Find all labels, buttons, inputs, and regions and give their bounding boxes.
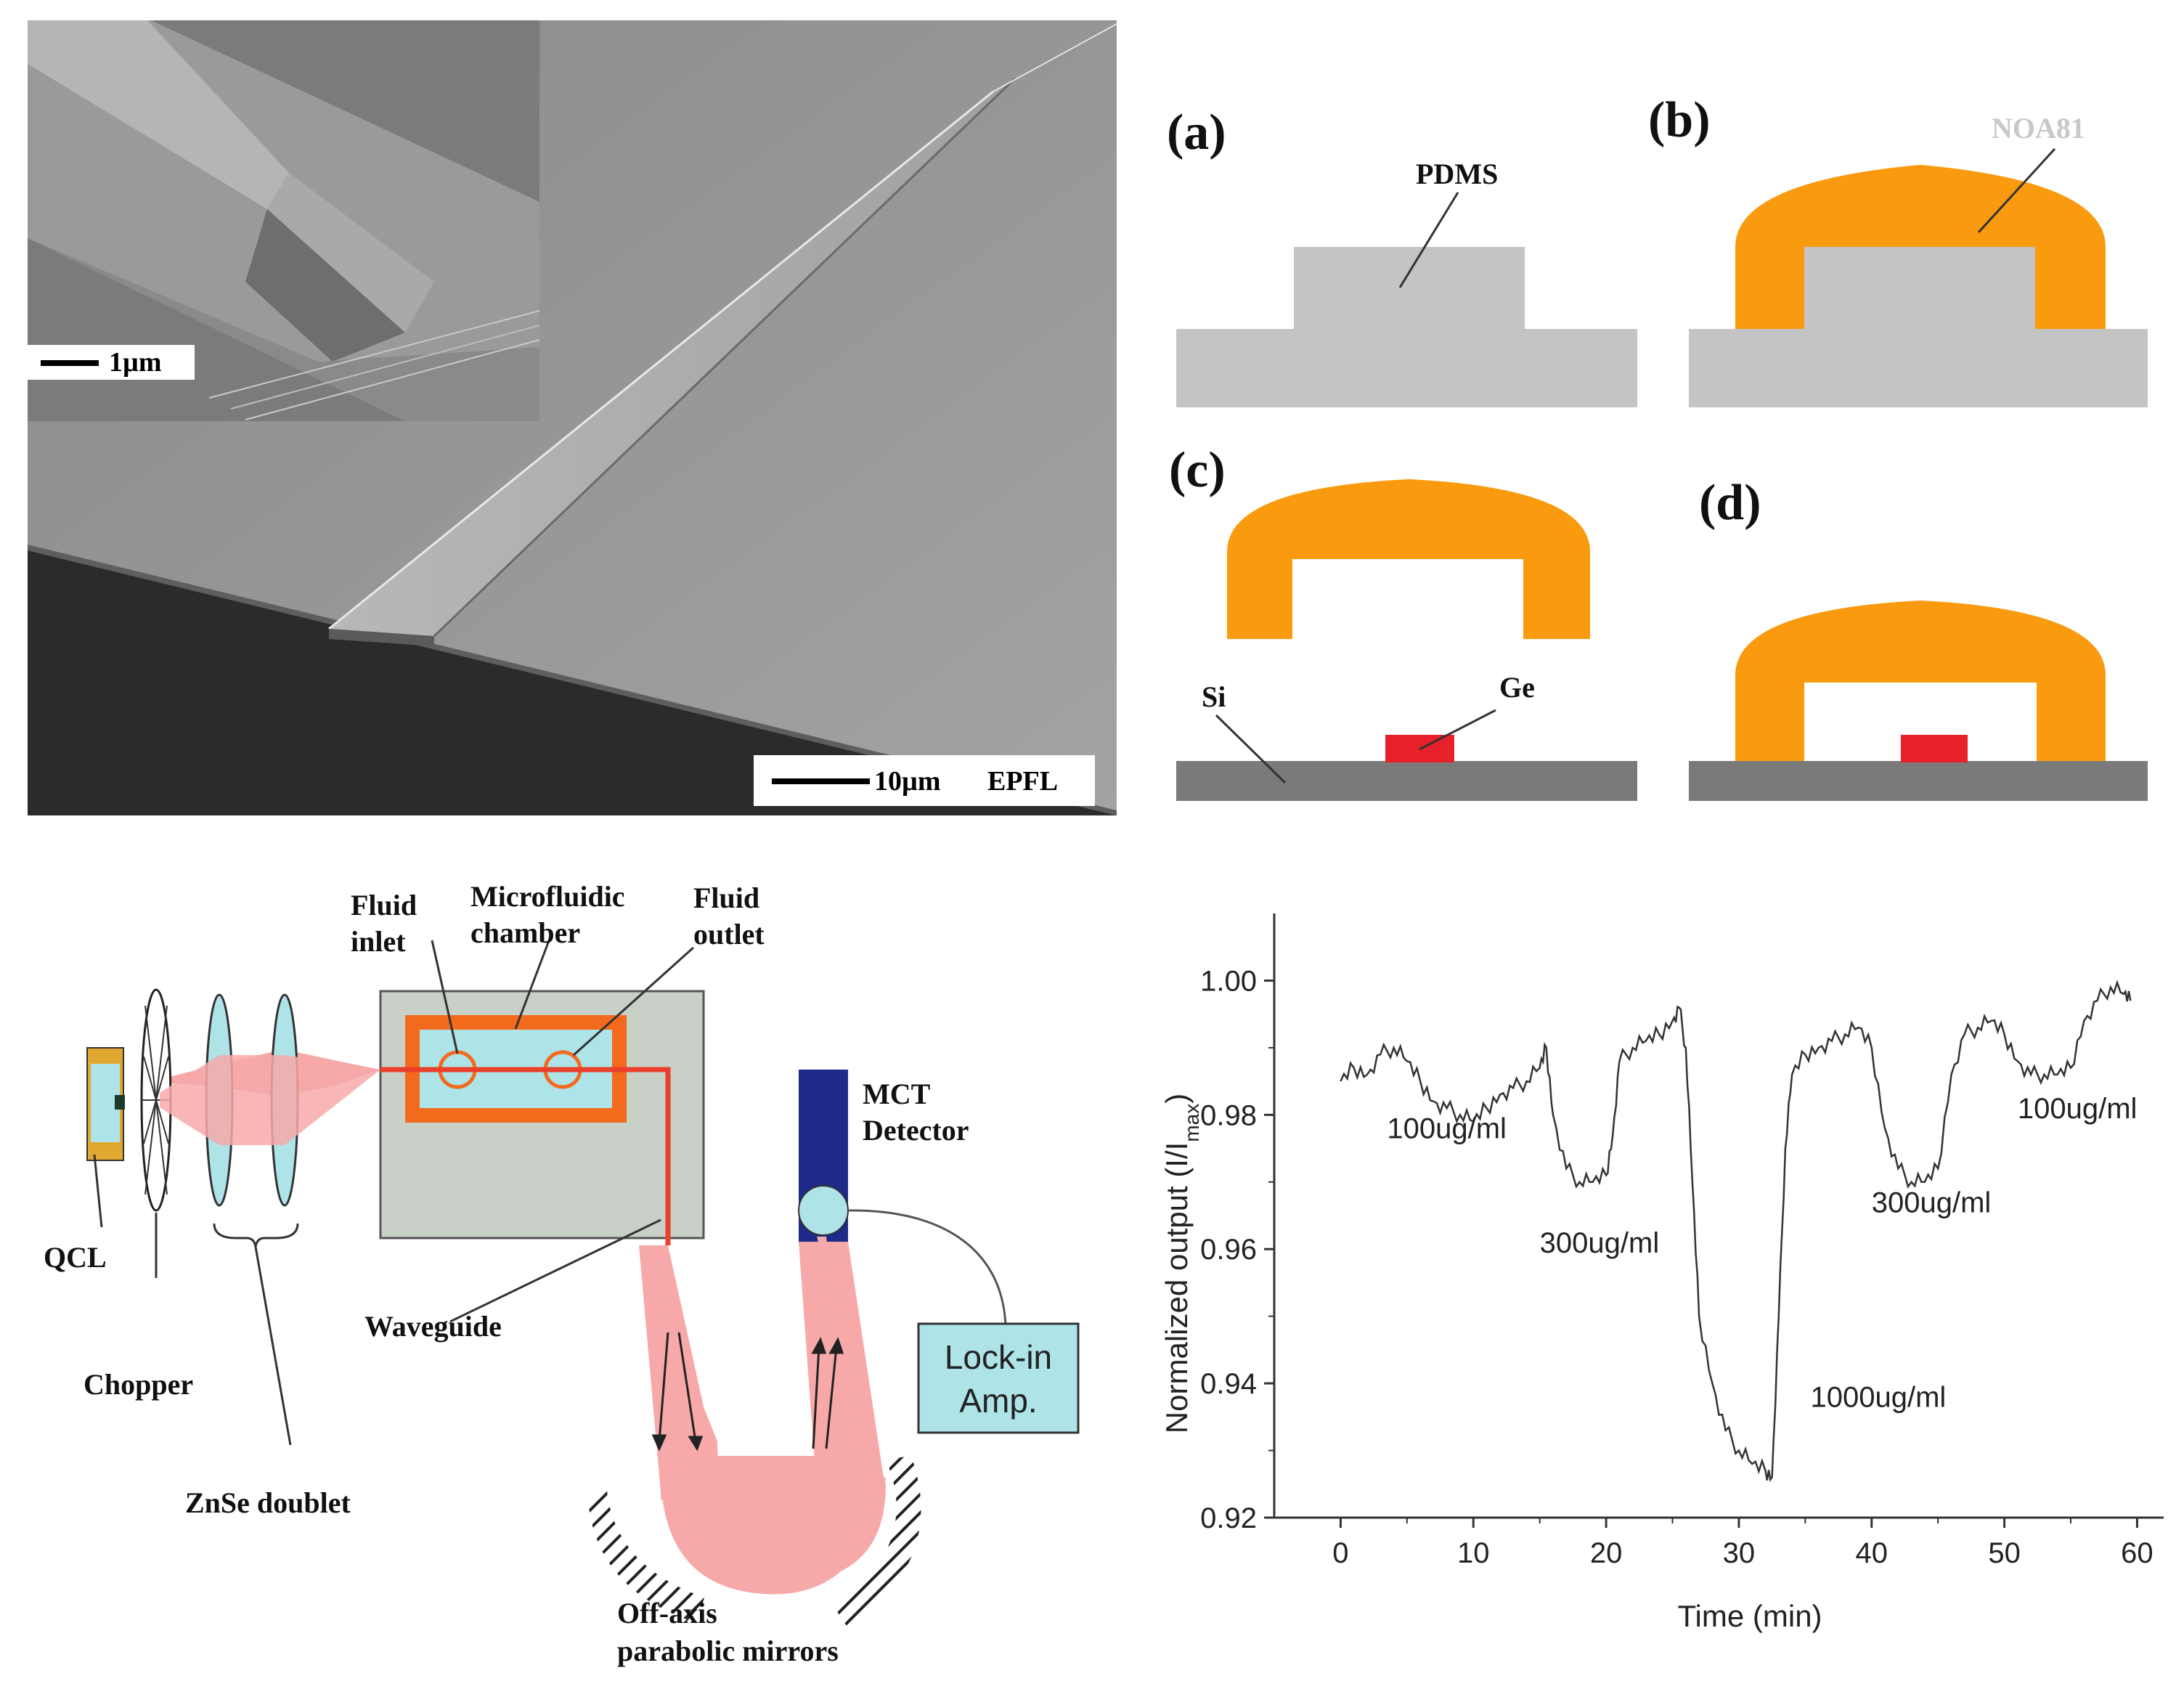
detector-element — [798, 1185, 849, 1236]
si-leader — [1215, 714, 1287, 784]
waveguide-ridge — [329, 65, 1030, 636]
y-tick-label: 0.98 — [1200, 1099, 1257, 1131]
inset-scale-bar — [41, 360, 99, 366]
step-a — [1176, 247, 1637, 407]
chopper-label: Chopper — [83, 1368, 193, 1401]
y-tick-label: 1.00 — [1200, 965, 1257, 997]
parabolic-mirror-right — [835, 1456, 921, 1630]
pdms-mold — [1294, 247, 1525, 330]
main-scale-bar — [772, 778, 870, 784]
sem-inset: 1µm — [28, 20, 540, 421]
lockin-label-2: Amp. — [959, 1382, 1037, 1420]
lockin-amp — [917, 1322, 1080, 1434]
credit-label: EPFL — [987, 766, 1058, 797]
concentration-label: 100ug/ml — [2018, 1093, 2138, 1125]
x-tick-label: 30 — [1723, 1537, 1756, 1569]
fluid-outlet-label-1: Fluid — [693, 882, 759, 914]
concentration-label: 1000ug/ml — [1811, 1381, 1947, 1413]
chamber-label-1: Microfluidic — [470, 880, 625, 913]
label-c: (c) — [1169, 442, 1226, 498]
pdms-label: PDMS — [1416, 158, 1498, 190]
noa-leader — [1977, 147, 2056, 234]
noa-cap-bonded — [1735, 601, 2106, 762]
si-label: Si — [1202, 680, 1226, 713]
qcl-label: QCL — [44, 1241, 107, 1274]
y-tick-label: 0.94 — [1200, 1368, 1257, 1400]
inset-scale-label: 1µm — [109, 347, 162, 378]
main-scale-label: 10µm — [874, 766, 941, 797]
y-label-main: Normalized output (I/I — [1160, 1142, 1194, 1434]
x-tick-label: 50 — [1988, 1537, 2021, 1569]
x-ticks: 0 10 20 30 40 50 60 — [1332, 1518, 2154, 1569]
x-tick-label: 20 — [1590, 1537, 1623, 1569]
setup-leaders — [93, 932, 695, 1446]
concentration-annotations: 100ug/ml 300ug/ml 1000ug/ml 300ug/ml 100ug/m… — [1387, 1093, 2137, 1414]
signal-cable — [847, 1209, 1007, 1326]
x-tick-label: 60 — [2121, 1537, 2154, 1569]
si-substrate — [1176, 761, 1637, 801]
step-b — [1689, 165, 2148, 407]
parabolic-mirror-left — [588, 1481, 704, 1623]
concentration-label: 100ug/ml — [1387, 1113, 1507, 1145]
noa-label: NOA81 — [1992, 112, 2085, 145]
fluid-inlet-label-1: Fluid — [351, 889, 417, 921]
optical-setup: QCL Chopper ZnSe doublet Fluid inlet Mic… — [44, 880, 1080, 1667]
fabrication-schematic: (a) PDMS (b) NOA81 (c) Si Ge (d) — [1167, 92, 2148, 801]
sem-micrograph: 1µm 10µm EPFL — [28, 20, 1117, 815]
noa-cap-lifted — [1227, 479, 1590, 639]
waveguide-label: Waveguide — [364, 1310, 502, 1343]
x-tick-label: 10 — [1457, 1537, 1490, 1569]
mirrors-label-1: Off-axis — [617, 1597, 717, 1629]
znse-brace — [213, 1223, 299, 1247]
y-ticks: 0.92 0.94 0.96 0.98 1.00 — [1200, 965, 1274, 1534]
lockin-label-1: Lock-in — [945, 1338, 1052, 1376]
concentration-label: 300ug/ml — [1540, 1227, 1660, 1259]
y-tick-label: 0.92 — [1200, 1502, 1257, 1534]
pdms-base — [1176, 329, 1637, 407]
chamber-label-2: chamber — [470, 916, 580, 949]
qcl-source — [86, 1047, 125, 1161]
chart-axes — [1273, 913, 2164, 1519]
mct-label-2: Detector — [863, 1114, 969, 1147]
x-tick-label: 40 — [1856, 1537, 1888, 1569]
mirrors-label-2: parabolic mirrors — [617, 1635, 839, 1667]
y-label-end: ) — [1160, 1094, 1194, 1104]
label-b: (b) — [1648, 92, 1711, 148]
y-tick-label: 0.96 — [1200, 1234, 1257, 1266]
label-a: (a) — [1167, 105, 1226, 160]
y-label-sub: max — [1181, 1104, 1203, 1142]
ge-label: Ge — [1499, 671, 1535, 704]
output-series-line — [1340, 980, 2132, 1483]
step-d — [1689, 601, 2148, 801]
fluid-inlet-label-2: inlet — [351, 925, 406, 958]
step-c — [1176, 479, 1637, 801]
normalized-output-chart: 0.92 0.94 0.96 0.98 1.00 0 10 20 30 40 50 60 100ug… — [1160, 913, 2164, 1633]
concentration-label: 300ug/ml — [1872, 1187, 1992, 1218]
ge-leader — [1419, 709, 1496, 751]
label-d: (d) — [1699, 475, 1761, 531]
x-tick-label: 0 — [1332, 1537, 1348, 1569]
znse-label: ZnSe doublet — [185, 1486, 351, 1519]
x-axis-label: Time (min) — [1677, 1599, 1822, 1633]
waveguide-path — [380, 1067, 671, 1245]
mct-label-1: MCT — [863, 1078, 931, 1110]
y-axis-label: Normalized output (I/Imax) — [1160, 1094, 1203, 1433]
fluid-outlet-label-2: outlet — [693, 918, 765, 951]
beam-arrows — [651, 1332, 844, 1452]
pdms-leader — [1398, 192, 1459, 288]
